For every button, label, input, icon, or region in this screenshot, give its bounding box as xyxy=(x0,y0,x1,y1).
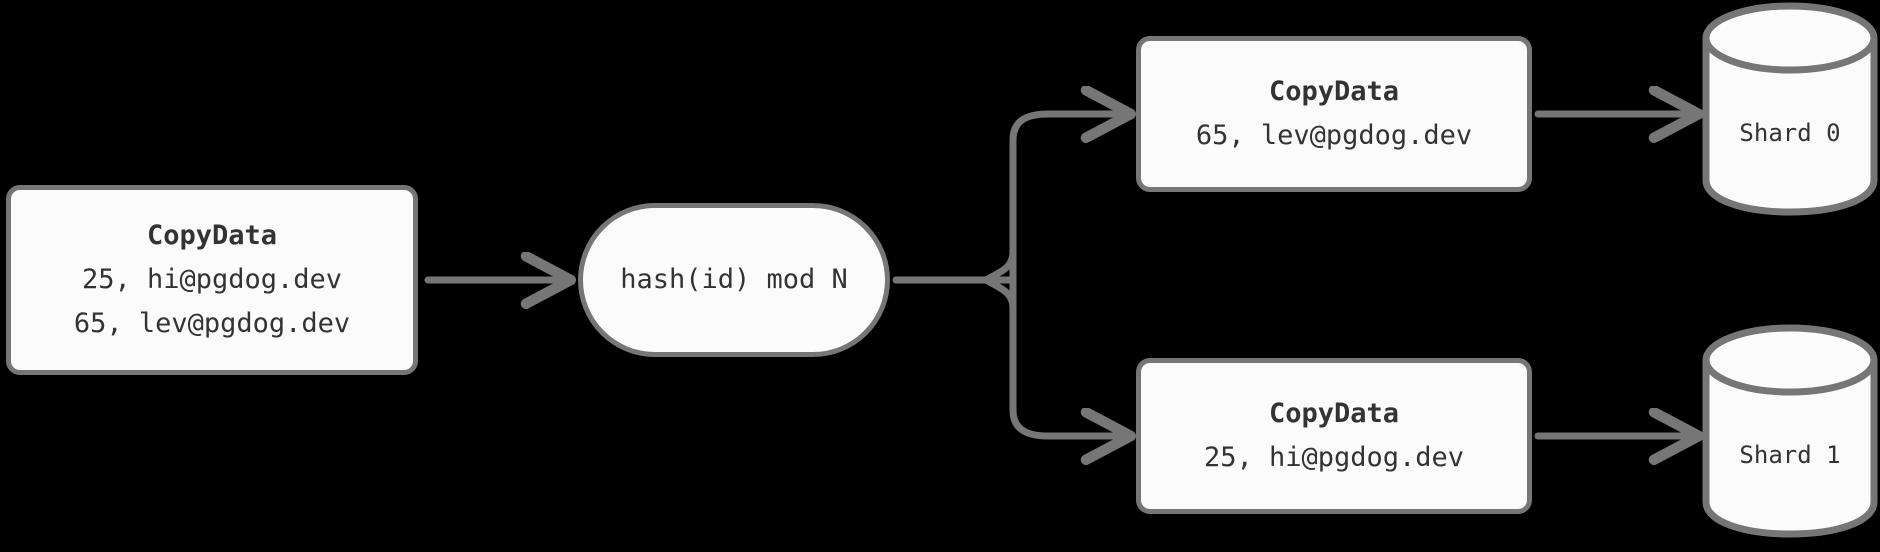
edge-split-joint xyxy=(982,248,1017,312)
node-shard1-copydata[interactable]: CopyData 25, hi@pgdog.dev xyxy=(1136,358,1532,514)
node-hash-function[interactable]: hash(id) mod N xyxy=(578,203,890,357)
node-shard1-copydata-line-1: 25, hi@pgdog.dev xyxy=(1203,442,1465,473)
shard1-db-label: Shard 1 xyxy=(1739,441,1841,469)
node-shard0-copydata[interactable]: CopyData 65, lev@pgdog.dev xyxy=(1136,36,1532,192)
node-shard1-copydata-line-0: CopyData xyxy=(1268,398,1400,429)
node-shard0-copydata-line-1: 65, lev@pgdog.dev xyxy=(1195,120,1473,151)
shard1-db-cylinder xyxy=(1702,324,1878,538)
node-hash-function-line-0: hash(id) mod N xyxy=(620,264,848,295)
shard0-db-cylinder xyxy=(1702,2,1878,216)
node-source-copydata-line-0: CopyData xyxy=(146,220,278,251)
node-shard0-copydata-line-0: CopyData xyxy=(1268,76,1400,107)
node-source-copydata-line-1: 25, hi@pgdog.dev xyxy=(81,264,343,295)
edge-hash-to-shard0-copydata xyxy=(1009,114,1128,284)
shard0-db-label: Shard 0 xyxy=(1739,119,1841,147)
node-source-copydata[interactable]: CopyData 25, hi@pgdog.dev 65, lev@pgdog.… xyxy=(6,185,418,375)
node-source-copydata-line-2: 65, lev@pgdog.dev xyxy=(73,308,351,339)
edge-hash-to-shard1-copydata xyxy=(1009,276,1128,436)
